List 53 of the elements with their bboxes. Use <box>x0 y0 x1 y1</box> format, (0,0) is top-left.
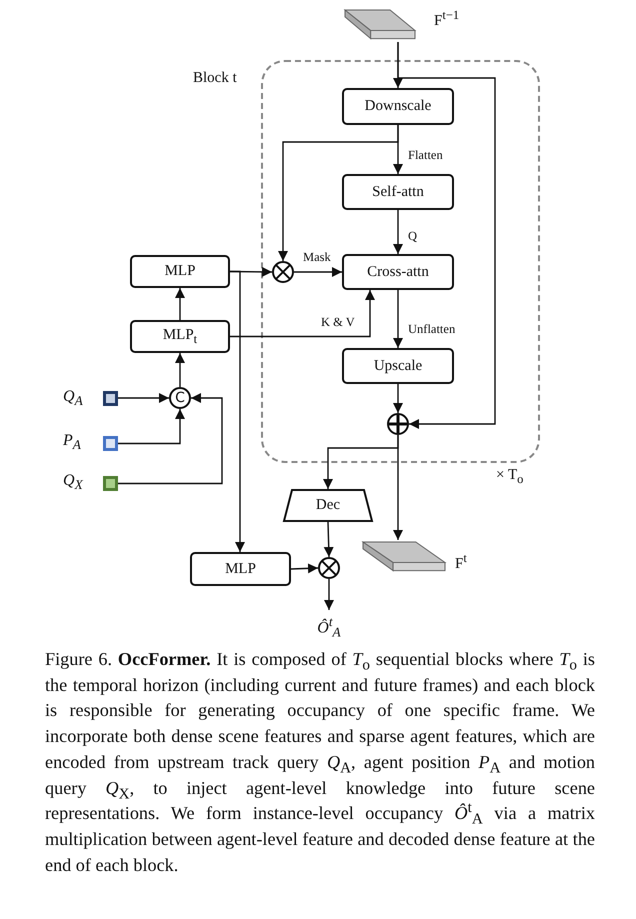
input-square <box>103 436 118 451</box>
block-frame <box>261 60 540 463</box>
node-caption: F$^{t−1}$ <box>434 8 460 30</box>
arrow <box>118 393 223 484</box>
process-box <box>190 552 291 586</box>
node-caption: Q$_{A}$ <box>63 388 83 410</box>
process-box <box>342 254 454 290</box>
arrow <box>230 270 245 552</box>
arrow <box>290 563 318 574</box>
node-label: C <box>175 390 185 406</box>
node-caption: F$^{t}$ <box>455 551 467 573</box>
node-label: Self-attn <box>372 184 424 200</box>
arrow <box>393 384 403 413</box>
input-square <box>103 390 118 406</box>
node-label: Cross-attn <box>367 264 429 280</box>
arrow <box>230 290 375 338</box>
node-label: MLP <box>164 263 196 280</box>
operator-circle <box>387 413 409 435</box>
arrow <box>393 435 403 540</box>
figure-caption: Figure 6. OccFormer. It is composed of T$_{o}$ sequential blocks where T$_{o}$ is the temporal horizon (including current and future frames) and each block is responsible for generating occupancy of one specific frame. We incorporate both dense scene features and sparse agent features, which are encoded from upstream track query Q$_{A}$, agent position P$_{A}$ and motion query Q$_{X}$, to inject agent-level knowledge into future scene representations. We form instance-level occupancy Ô$^{t}$$_{A}$ via a matrix multiplication between agent-level feature and decoded dense feature at the end of each block. <box>45 648 595 877</box>
node-label: Upscale <box>374 358 422 374</box>
arrow <box>118 409 185 444</box>
process-box <box>342 88 454 125</box>
input-square <box>103 476 118 491</box>
arrow <box>118 393 169 403</box>
node-label: MLP <box>225 560 256 578</box>
process-box <box>342 348 454 384</box>
operator-circle <box>272 261 294 283</box>
node-caption: × T$_{o}$ <box>496 467 524 487</box>
decoder-trapezoid <box>283 489 373 522</box>
concat-circle <box>169 387 191 409</box>
block-heading: Block t <box>193 70 237 87</box>
arrow <box>175 288 185 320</box>
feature-map-slab <box>344 8 416 42</box>
arrow <box>393 290 403 348</box>
arrow <box>393 210 403 254</box>
node-label: Dec <box>316 497 340 514</box>
arrow <box>294 267 342 277</box>
node-caption: P$_{A}$ <box>63 432 81 454</box>
operator-circle <box>318 557 340 579</box>
arrow <box>324 522 334 558</box>
process-box <box>342 174 454 210</box>
edge-label: Q <box>407 229 418 244</box>
node-label: MLP$_{t}$ <box>162 326 198 346</box>
node-label: Downscale <box>364 98 432 115</box>
node-caption: Q$_{X}$ <box>63 472 83 494</box>
arrow <box>324 579 334 610</box>
arrow <box>175 353 185 387</box>
process-box <box>130 320 230 353</box>
feature-map-slab <box>362 540 446 574</box>
process-box <box>130 255 230 288</box>
arrow <box>278 125 399 261</box>
arrow <box>397 42 496 429</box>
